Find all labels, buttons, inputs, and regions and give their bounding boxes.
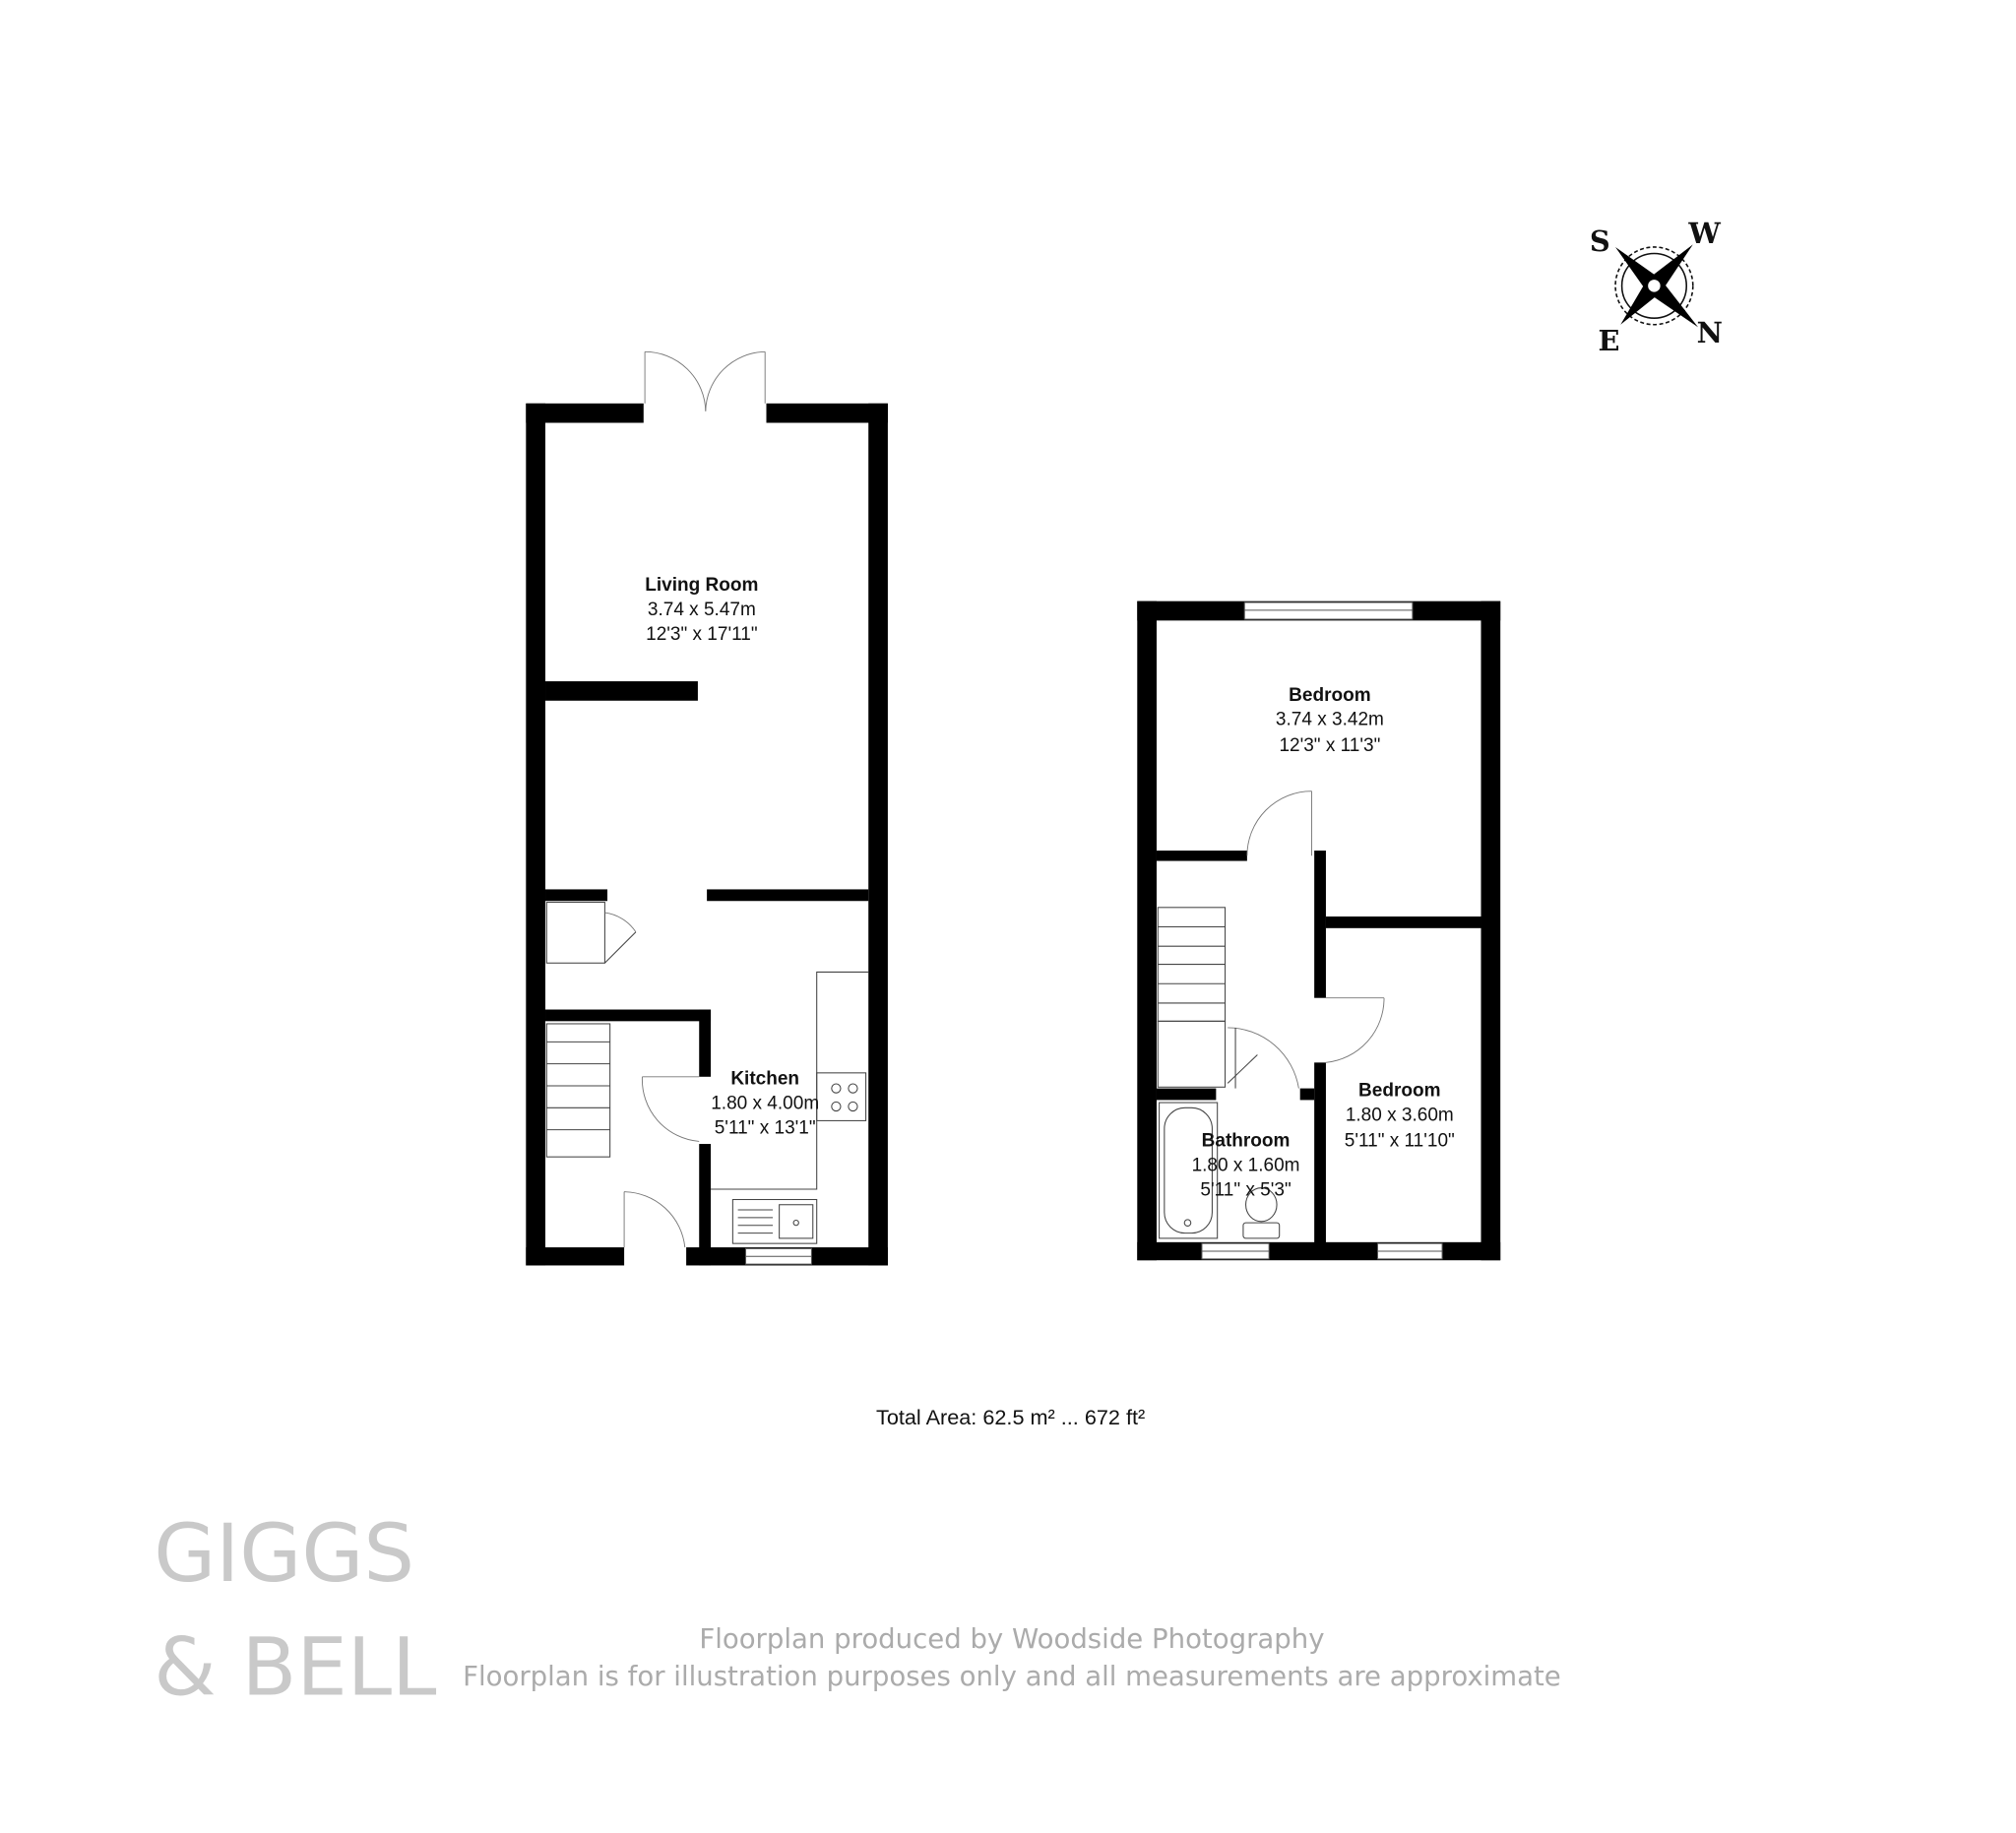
room-metric: 1.80 x 4.00m: [711, 1094, 819, 1114]
logo-line-2: & BELL: [154, 1620, 436, 1714]
bath-icon: [1159, 1102, 1219, 1239]
room-label-bedroom-1: Bedroom 3.74 x 3.42m 12'3" x 11'3": [1276, 685, 1384, 756]
toilet-icon: [1242, 1187, 1281, 1239]
room-label-bathroom: Bathroom 1.80 x 1.60m 5'11" x 5'3": [1192, 1131, 1300, 1201]
ground-floor-plan: Living Room 3.74 x 5.47m 12'3" x 17'11" …: [526, 350, 888, 1266]
room-label-living-room: Living Room 3.74 x 5.47m 12'3" x 17'11": [645, 575, 758, 645]
room-metric: 1.80 x 3.60m: [1346, 1105, 1454, 1125]
bathroom-door: [1228, 1027, 1299, 1089]
room-metric: 1.80 x 1.60m: [1192, 1156, 1300, 1176]
total-area: Total Area: 62.5 m² ... 672 ft²: [876, 1405, 1145, 1429]
footer-disclaimer: Floorplan is for illustration purposes o…: [463, 1661, 1561, 1692]
footer-credit: Floorplan produced by Woodside Photograp…: [699, 1623, 1324, 1655]
room-metric: 3.74 x 5.47m: [648, 600, 756, 620]
room-name: Living Room: [645, 575, 758, 596]
logo-line-1: GIGGS: [154, 1507, 414, 1601]
compass-south: S: [1590, 224, 1610, 258]
room-name: Bedroom: [1289, 685, 1370, 706]
room-label-bedroom-2: Bedroom 1.80 x 3.60m 5'11" x 11'10": [1345, 1080, 1455, 1151]
stairs: [1157, 907, 1227, 1022]
windows: [1201, 601, 1443, 1260]
front-door: [623, 1191, 686, 1248]
kitchen-window: [744, 1247, 812, 1265]
room-name: Bathroom: [1202, 1131, 1291, 1152]
kitchen-door: [642, 1076, 700, 1142]
room-name: Bedroom: [1358, 1080, 1440, 1101]
sink-icon: [731, 1198, 818, 1244]
compass-north: N: [1697, 316, 1723, 349]
room-imperial: 5'11" x 11'10": [1345, 1131, 1455, 1152]
compass-west: W: [1687, 217, 1721, 250]
room-imperial: 12'3" x 11'3": [1279, 735, 1380, 756]
room-metric: 3.74 x 3.42m: [1276, 710, 1384, 730]
room-name: Kitchen: [730, 1069, 799, 1090]
room-label-kitchen: Kitchen 1.80 x 4.00m 5'11" x 13'1": [711, 1069, 819, 1139]
hob-icon: [816, 1072, 867, 1121]
ground-floor-walls: [526, 403, 888, 1266]
cupboard: [545, 902, 637, 964]
room-imperial: 5'11" x 13'1": [715, 1118, 816, 1139]
logo: GIGGS & BELL: [154, 1507, 436, 1715]
bedroom-door: [1246, 790, 1312, 856]
room-imperial: 5'11" x 5'3": [1200, 1180, 1291, 1201]
room-imperial: 12'3" x 17'11": [646, 624, 757, 645]
airing-cupboard: [1157, 1020, 1258, 1089]
compass-rose-icon: S W E N: [1590, 217, 1723, 357]
french-doors: [644, 350, 766, 411]
stairs: [545, 1023, 611, 1158]
bedroom-2-door: [1325, 997, 1385, 1063]
kitchen-units: [711, 971, 869, 1244]
first-floor-plan: Bedroom 3.74 x 3.42m 12'3" x 11'3" Bedro…: [1137, 600, 1501, 1261]
compass-east: E: [1598, 324, 1619, 357]
